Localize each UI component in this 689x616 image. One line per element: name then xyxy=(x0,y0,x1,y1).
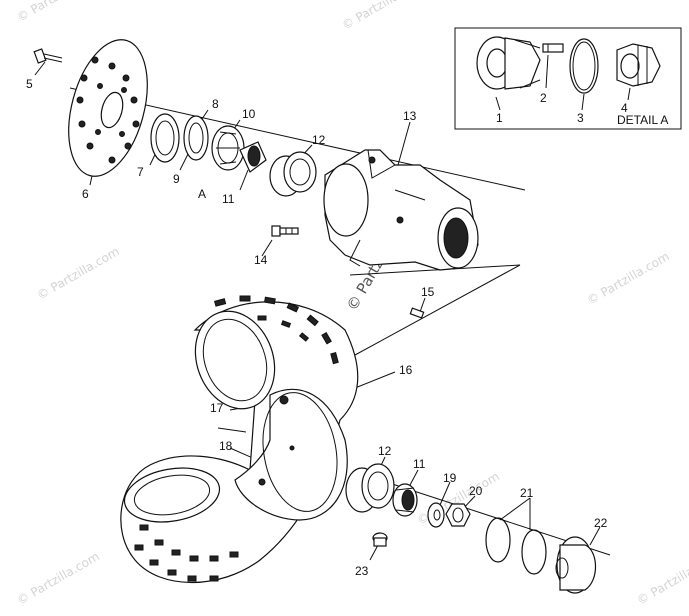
watermark-bottom-right: © Partzilla.com xyxy=(635,549,689,607)
callout-22: 22 xyxy=(594,516,608,530)
callout-ref-a: A xyxy=(198,187,206,201)
detail-a-box xyxy=(454,27,682,130)
callout-labels: 1 2 3 4 DETAIL A 5 6 7 8 9 10 A 11 12 13… xyxy=(26,77,668,578)
part-8-spacer xyxy=(183,115,209,161)
part-5-bolt xyxy=(33,48,63,64)
callout-2: 2 xyxy=(540,91,547,105)
callout-6: 6 xyxy=(82,187,89,201)
part-23-valve-stem xyxy=(372,532,388,547)
part-11-bearing-cone xyxy=(239,141,267,173)
callout-9: 9 xyxy=(173,172,180,186)
part-13-spindle xyxy=(323,149,479,271)
callout-10: 10 xyxy=(242,107,256,121)
callout-16: 16 xyxy=(399,363,413,377)
watermark-bottom-left: © Partzilla.com xyxy=(15,549,102,607)
callout-11b: 11 xyxy=(413,457,426,471)
callout-23: 23 xyxy=(355,564,369,578)
callout-8: 8 xyxy=(212,97,219,111)
part-3-ring xyxy=(569,38,599,94)
callout-3: 3 xyxy=(577,111,584,125)
callout-20: 20 xyxy=(469,484,483,498)
part-7-seal xyxy=(150,113,180,163)
part-20-nut xyxy=(445,503,471,527)
part-1-hub-drive xyxy=(476,36,541,90)
part-21-o-rings xyxy=(485,517,547,575)
part-22-hub-cap xyxy=(555,536,597,594)
watermark-mid-right: © Partzilla.com xyxy=(585,249,672,307)
watermark-top-mid: © Partzilla.com xyxy=(340,0,427,33)
part-19-washer xyxy=(427,502,445,528)
callout-17: 17 xyxy=(210,401,224,415)
part-10-bearing xyxy=(211,125,245,171)
callout-4: 4 xyxy=(621,101,628,115)
callout-1: 1 xyxy=(496,111,503,125)
watermark-mid-left: © Partzilla.com xyxy=(35,244,122,302)
watermark-top-left: © Partzilla.com xyxy=(15,0,102,25)
callout-5: 5 xyxy=(26,77,33,91)
callout-11: 11 xyxy=(222,192,235,206)
callout-7: 7 xyxy=(137,165,144,179)
part-12-race xyxy=(269,151,317,197)
part-4-nut xyxy=(616,43,661,87)
callout-21: 21 xyxy=(520,486,534,500)
callout-14: 14 xyxy=(254,253,268,267)
part-11b-bearing xyxy=(392,483,418,517)
callout-12b: 12 xyxy=(378,444,392,458)
callout-13: 13 xyxy=(403,109,417,123)
callout-12: 12 xyxy=(312,133,326,147)
part-15-set-screw xyxy=(409,307,425,319)
callout-15: 15 xyxy=(421,285,435,299)
detail-a-title: DETAIL A xyxy=(617,113,668,127)
callout-19: 19 xyxy=(443,471,457,485)
part-14-bolt xyxy=(271,225,299,237)
part-2-pin xyxy=(542,43,564,53)
callout-18: 18 xyxy=(219,439,233,453)
part-6-brake-disc xyxy=(68,39,148,177)
wheel-rim xyxy=(234,388,348,521)
part-12b-race xyxy=(345,463,395,513)
